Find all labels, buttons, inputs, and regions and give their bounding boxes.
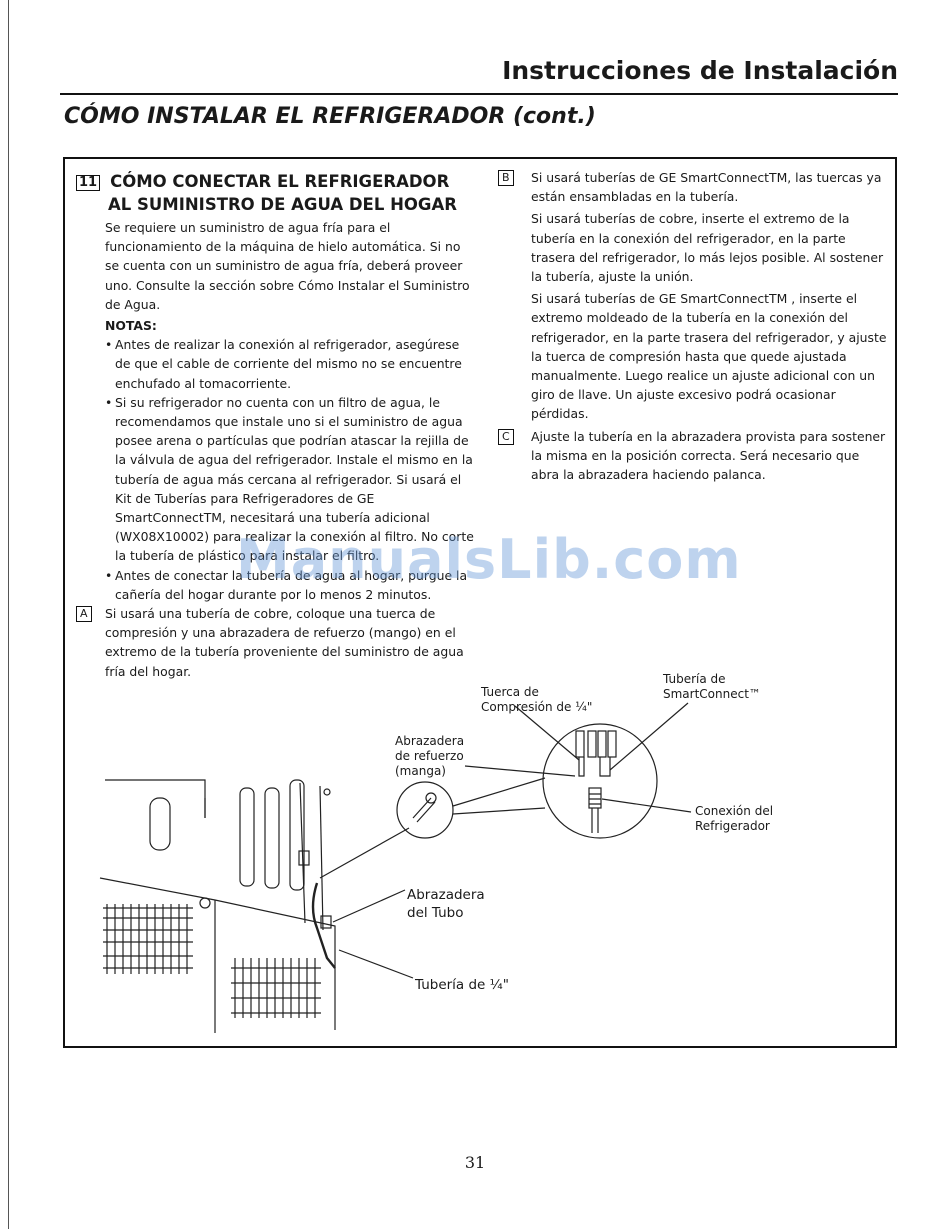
note-1: Antes de realizar la conexión al refrige… <box>76 335 476 393</box>
page-edge-line <box>8 0 9 1229</box>
leader-conexion <box>601 798 692 813</box>
label-smartconnect-line1: Tubería de <box>663 672 726 686</box>
fridge-panel-line-2 <box>319 785 324 931</box>
label-conexion: Conexión del Refrigerador <box>695 804 773 834</box>
vent-grille-left <box>103 904 193 974</box>
label-refuerzo: Abrazadera de refuerzo (manga) <box>395 734 464 779</box>
title-rule <box>60 93 898 95</box>
top-screw <box>323 788 331 796</box>
step-b-text-1: Si usará tuberías de GE SmartConnectTM, … <box>531 170 882 205</box>
label-abrazadera-line2: del Tubo <box>407 905 464 921</box>
label-smartconnect: Tubería de SmartConnect™ <box>663 672 761 702</box>
label-refuerzo-line2: de refuerzo <box>395 749 464 763</box>
note-3: Antes de conectar la tubería de agua al … <box>76 566 476 604</box>
step-c: C Ajuste la tubería en la abrazadera pro… <box>498 427 890 485</box>
left-column: 11 CÓMO CONECTAR EL REFRIGERADOR AL SUMIN… <box>76 170 476 681</box>
back-coil-right <box>264 787 280 889</box>
note-2: Si su refrigerador no cuenta con un filt… <box>76 393 476 566</box>
step-a: A Si usará una tubería de cobre, coloque… <box>76 604 476 681</box>
step-11-intro: Se requiere un suministro de agua fría p… <box>105 220 470 312</box>
watermark: ManualsLib.com <box>236 528 742 591</box>
step-a-marker: A <box>76 606 92 623</box>
label-smartconnect-line2: SmartConnect™ <box>663 687 761 701</box>
leader-tuberia <box>338 949 414 979</box>
leader-detail-bottom <box>452 807 546 815</box>
step-11-marker: 11 <box>76 175 101 191</box>
label-tuerca-line1: Tuerca de <box>481 685 539 699</box>
back-coil-mid <box>239 787 255 887</box>
back-screw <box>199 897 211 909</box>
step-11-heading: 11 CÓMO CONECTAR EL REFRIGERADOR AL SUMIN… <box>76 170 476 216</box>
back-coil-left <box>149 797 171 851</box>
leader-tuerca <box>514 705 580 761</box>
magnifier-small <box>396 781 454 839</box>
label-conexion-line1: Conexión del <box>695 804 774 818</box>
magnifier-large <box>542 723 658 839</box>
label-tuerca: Tuerca de Compresión de ¼" <box>481 685 592 715</box>
fridge-cabinet-edge <box>99 877 336 1030</box>
step-c-marker: C <box>498 428 514 445</box>
step-b-text-2: Si usará tuberías de cobre, inserte el e… <box>531 211 884 285</box>
step-11-heading-line1: CÓMO CONECTAR EL REFRIGERADOR <box>110 172 450 191</box>
tube-clip-top <box>298 850 310 866</box>
instruction-box <box>63 157 897 1048</box>
connector-fittings <box>575 730 617 833</box>
right-column: B Si usará tuberías de GE SmartConnectTM… <box>498 168 890 487</box>
back-coil-far <box>289 779 305 891</box>
magnifier-nut <box>425 792 437 804</box>
step-b: B Si usará tuberías de GE SmartConnectTM… <box>498 168 890 206</box>
leader-refuerzo <box>464 765 576 777</box>
step-b-marker: B <box>498 170 514 186</box>
diagram-illustration <box>99 702 692 1033</box>
step-11-heading-line2: AL SUMINISTRO DE AGUA DEL HOGAR <box>108 195 457 214</box>
label-tuerca-line2: Compresión de ¼" <box>481 700 593 714</box>
label-refuerzo-line3: (manga) <box>395 764 446 778</box>
vent-grille-right <box>231 958 321 1018</box>
leader-smartconnect <box>609 702 689 771</box>
document-title: Instrucciones de Instalación <box>502 56 898 85</box>
leader-abrazadera-tubo <box>332 889 406 923</box>
leader-magnifier <box>319 827 410 879</box>
label-abrazadera-tubo: Abrazadera del Tubo <box>407 886 485 922</box>
page-number: 31 <box>464 1153 486 1172</box>
fridge-panel-line <box>299 782 306 924</box>
step-b-text-3: Si usará tuberías de GE SmartConnectTM ,… <box>531 291 887 422</box>
label-tuberia: Tubería de ¼" <box>415 977 509 993</box>
step-c-text: Ajuste la tubería en la abrazadera provi… <box>531 428 886 483</box>
label-refuerzo-line1: Abrazadera <box>395 734 465 748</box>
notes-label: NOTAS: <box>105 318 157 334</box>
water-tube <box>311 882 336 969</box>
label-conexion-line2: Refrigerador <box>695 819 770 833</box>
installation-diagram: Tuerca de Compresión de ¼" Tubería de Sm… <box>95 668 795 1038</box>
label-abrazadera-line1: Abrazadera <box>407 887 485 903</box>
leader-detail-top <box>452 777 546 807</box>
section-title: CÓMO INSTALAR EL REFRIGERADOR (cont.) <box>64 104 596 129</box>
magnifier-pipe <box>412 797 436 823</box>
step-a-text: Si usará una tubería de cobre, coloque u… <box>105 606 464 679</box>
tube-clip <box>320 915 332 929</box>
